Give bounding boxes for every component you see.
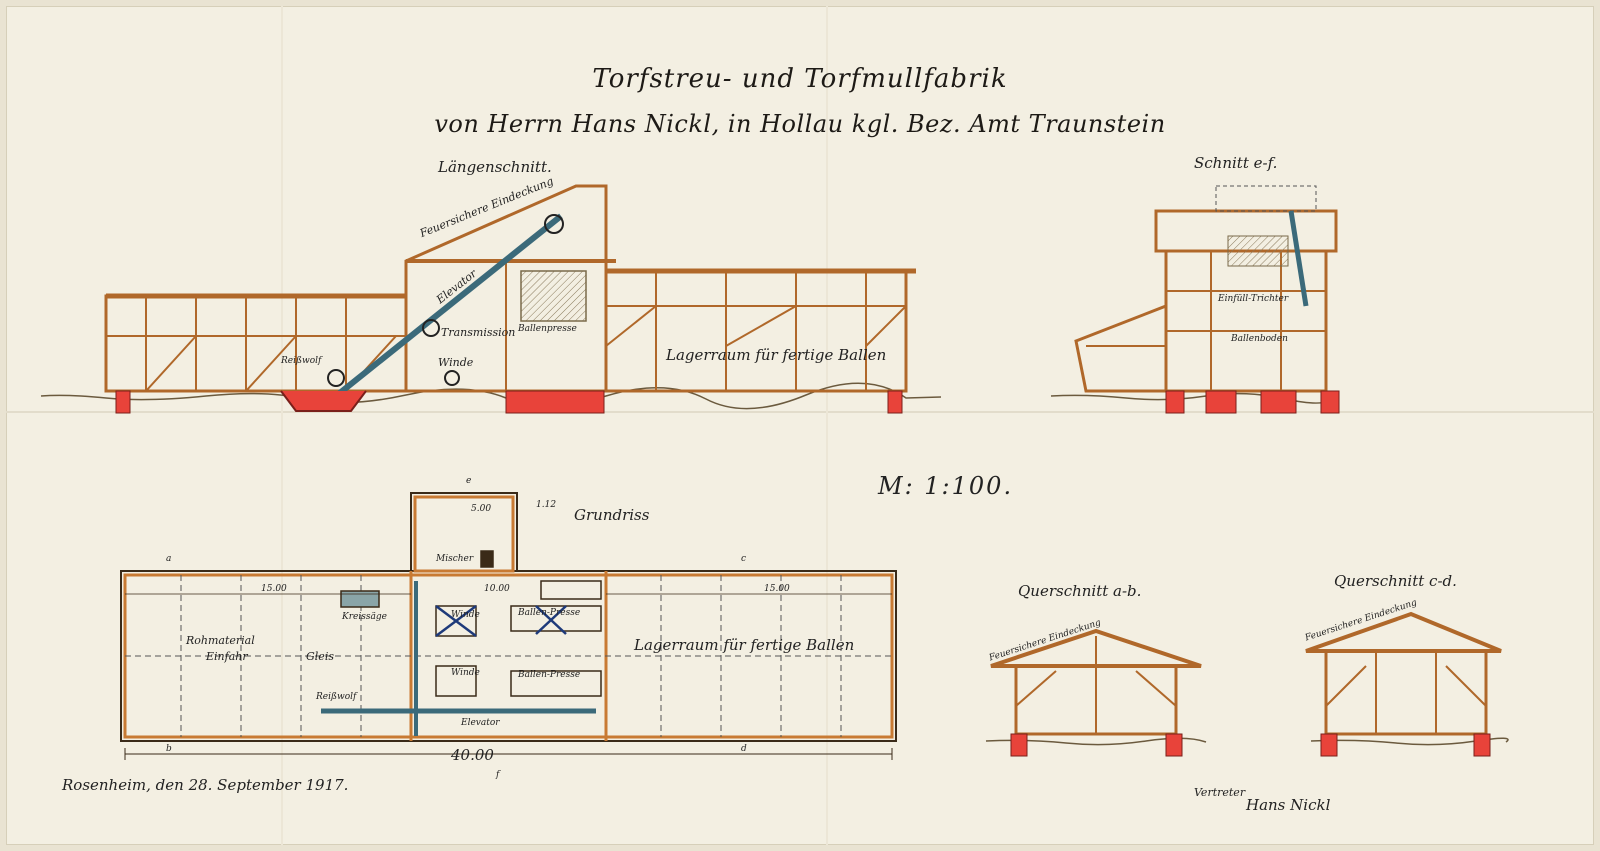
fold-line	[281, 6, 283, 845]
raw-material-label: Rohmaterial	[186, 634, 255, 647]
winch-2-label: Winde	[451, 668, 480, 678]
saw-label: Kreissäge	[342, 612, 387, 622]
bale-press-1-label: Ballen-Presse	[518, 608, 581, 618]
floor-plan-title: Grundriss	[574, 506, 650, 524]
longitudinal-section-title: Längenschnitt.	[438, 158, 552, 176]
storage-label: Lagerraum für fertige Ballen	[634, 636, 855, 654]
technical-drawing	[40, 184, 1509, 760]
longitudinal-section	[40, 184, 942, 414]
section-ef	[1050, 185, 1340, 414]
cross-section-ab	[985, 628, 1207, 757]
cross-section-cd	[1305, 611, 1509, 757]
drawing-title: Torfstreu- und Torfmullfabrik	[592, 64, 1008, 94]
marker-e: e	[466, 476, 472, 486]
transmission-label: Transmission	[441, 326, 516, 339]
elevator-label: Elevator	[461, 718, 500, 728]
storage-label: Lagerraum für fertige Ballen	[666, 346, 887, 364]
drawing-subtitle: von Herrn Hans Nickl, in Hollau kgl. Bez…	[434, 110, 1166, 138]
bale-press-label: Ballenpresse	[518, 324, 577, 334]
winch-1-label: Winde	[451, 610, 480, 620]
fold-line	[826, 6, 828, 845]
annex-dimension: 5.00	[471, 504, 492, 514]
entry-label: Einfahr	[206, 650, 248, 663]
shredder-label: Reißwolf	[316, 692, 357, 702]
winch-label: Winde	[438, 356, 474, 369]
place-date: Rosenheim, den 28. September 1917.	[62, 776, 349, 794]
marker-d: d	[741, 744, 747, 754]
hopper-label: Einfüll-Trichter	[1218, 294, 1289, 304]
right-dimension: 15.00	[764, 584, 790, 594]
mixer-label: Mischer	[436, 554, 474, 564]
section-ef-title: Schnitt e-f.	[1194, 154, 1278, 172]
plan-note: 1.12	[536, 500, 557, 510]
track-label: Gleis	[306, 650, 334, 663]
marker-c: c	[741, 554, 747, 564]
signature-prefix: Vertreter	[1194, 786, 1246, 799]
bale-floor-label: Ballenboden	[1231, 334, 1288, 344]
floor-plan	[120, 492, 897, 760]
marker-a: a	[166, 554, 172, 564]
shredder-label: Reißwolf	[281, 356, 322, 366]
signature: Hans Nickl	[1246, 796, 1331, 814]
marker-f: f	[496, 770, 500, 780]
marker-b: b	[166, 744, 172, 754]
scale-label: M: 1:100.	[878, 472, 1014, 500]
fold-line	[6, 411, 1594, 413]
drawing-sheet: Torfstreu- und Torfmullfabrik von Herrn …	[6, 6, 1594, 845]
cross-section-ab-title: Querschnitt a-b.	[1018, 582, 1142, 600]
middle-dimension: 10.00	[484, 584, 510, 594]
total-dimension: 40.00	[451, 746, 494, 764]
cross-section-cd-title: Querschnitt c-d.	[1334, 572, 1457, 590]
bale-press-2-label: Ballen-Presse	[518, 670, 581, 680]
left-dimension: 15.00	[261, 584, 287, 594]
